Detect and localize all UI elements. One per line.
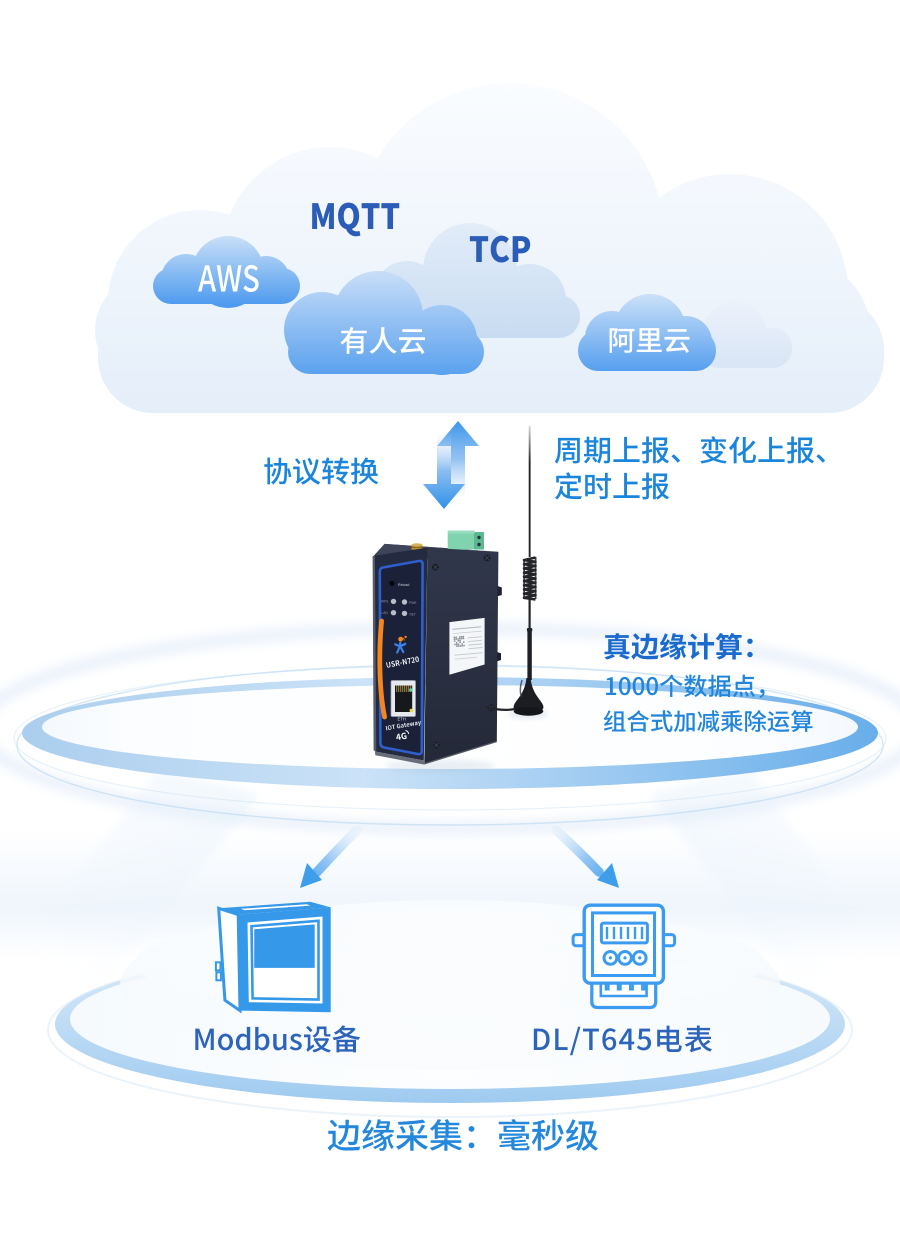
svg-text:Reload: Reload: [398, 583, 409, 587]
svg-text:NET: NET: [410, 613, 416, 617]
svg-text:LAN: LAN: [382, 611, 389, 615]
svg-text:PWR: PWR: [409, 601, 417, 605]
svg-text:ETH: ETH: [398, 717, 406, 722]
svg-text:WPS: WPS: [381, 600, 388, 604]
